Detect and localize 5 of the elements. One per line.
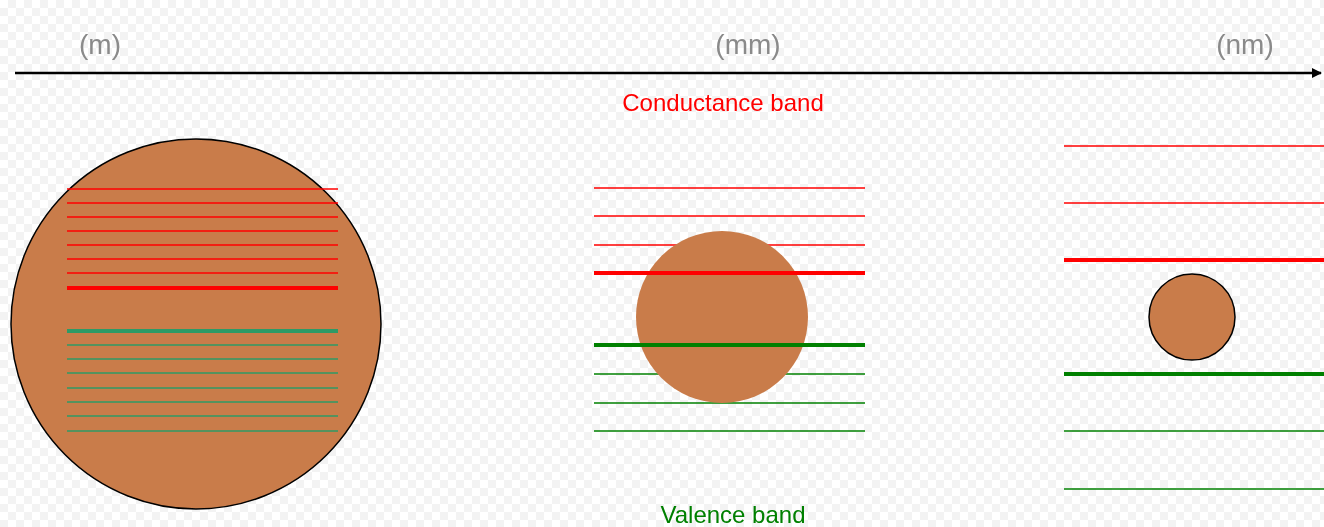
band-label: Valence band [660,501,806,527]
scale-label: (mm) [715,29,781,61]
scale-label: (m) [79,29,121,61]
scale-label: (nm) [1216,29,1274,61]
band-label: Conductance band [622,89,824,117]
